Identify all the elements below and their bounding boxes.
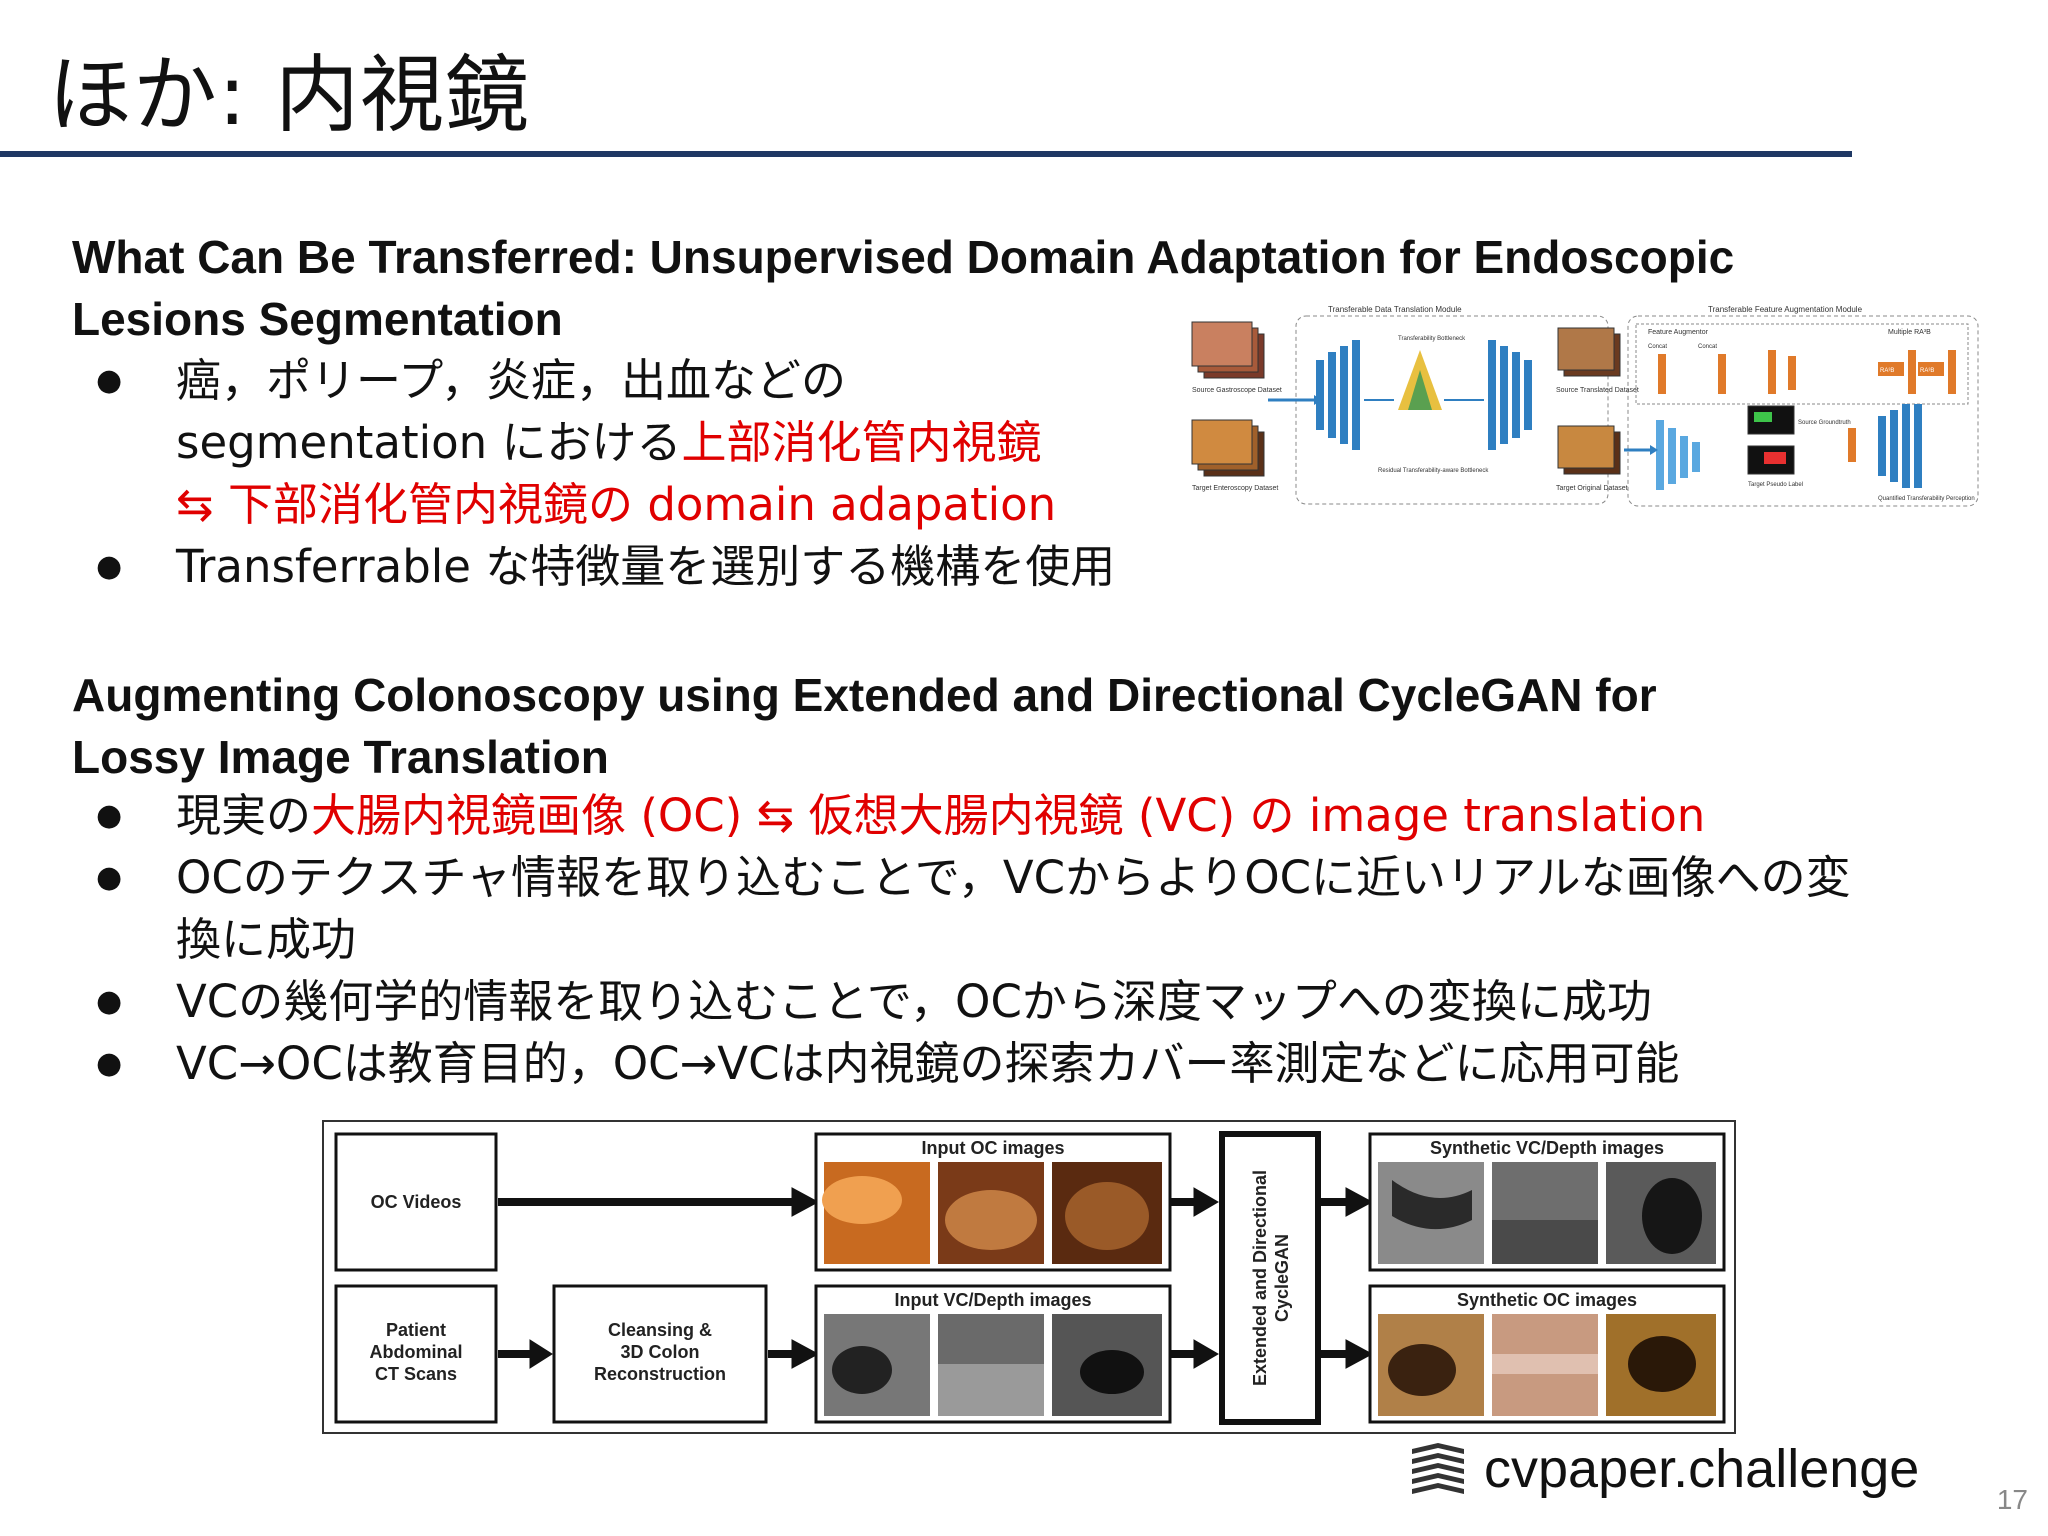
paper1-architecture-figure: Source Gastroscope Dataset Target Entero…: [1188, 300, 1988, 525]
paper2-bullet-1: 現実の大腸内視鏡画像 (OC) ⇆ 仮想大腸内視鏡 (VC) の image t…: [96, 785, 1851, 847]
source-translated-images: [1557, 327, 1621, 377]
cyclegan-line2: CycleGAN: [1272, 1234, 1292, 1322]
decoder-blocks: [1488, 340, 1532, 450]
paper2-title: Augmenting Colonoscopy using Extended an…: [72, 664, 1657, 788]
groundtruth-thumbnails: [1747, 405, 1795, 475]
paper2-bullet2-line2: 換に成功: [176, 913, 357, 966]
paper1-bullet1-prefix: segmentation における: [176, 416, 682, 469]
page-number: 17: [1996, 1484, 2028, 1515]
source-groundtruth-label: Source Groundtruth: [1798, 420, 1851, 426]
encoder-blocks: [1316, 340, 1360, 450]
paper1-bullet2-text: Transferrable な特徴量を選別する機構を使用: [176, 540, 1116, 593]
paper2-title-line2: Lossy Image Translation: [72, 731, 609, 783]
paper1-bullet1-line3: ⇆ 下部消化管内視鏡の domain adapation: [176, 478, 1057, 531]
paper1-title: What Can Be Transferred: Unsupervised Do…: [72, 226, 1734, 350]
paper2-bullet-2: OCのテクスチャ情報を取り込むことで，VCからよりOCに近いリアルな画像への変 …: [96, 847, 1851, 971]
pipeline-arrows: [498, 1187, 1374, 1369]
paper1-bullets: 癌，ポリープ，炎症，出血などの segmentation における上部消化管内視…: [96, 350, 1115, 598]
paper2-bullet-4: VC→OCは教育目的，OC→VCは内視鏡の探索カバー率測定などに応用可能: [96, 1033, 1851, 1095]
multiple-label: Multiple RA³B: [1888, 329, 1931, 336]
cvpaper-logo: cvpaper.challenge: [1408, 1438, 1919, 1500]
target-entero-images: [1191, 419, 1265, 477]
slide-title: ほか: 内視鏡: [48, 46, 531, 144]
cleansing-line3: Reconstruction: [594, 1364, 726, 1384]
paper1-title-line1: What Can Be Transferred: Unsupervised Do…: [72, 231, 1735, 283]
ra3b-block-2: [1918, 362, 1944, 376]
source-translated-label: Source Translated Dataset: [1556, 387, 1639, 394]
target-entero-label: Target Enteroscopy Dataset: [1192, 485, 1278, 492]
paper1-bullet1-line2: segmentation における上部消化管内視鏡: [176, 412, 1115, 474]
cyclegan-line1: Extended and Directional: [1250, 1170, 1270, 1386]
concat2-label: Concat: [1698, 344, 1717, 350]
quantified-label: Quantified Transferability Perception: [1878, 496, 1975, 502]
input-vc-label: Input VC/Depth images: [894, 1290, 1091, 1310]
patient-line2: Abdominal: [370, 1342, 463, 1362]
oc-videos-box: [334, 1132, 498, 1272]
paper2-bullets: 現実の大腸内視鏡画像 (OC) ⇆ 仮想大腸内視鏡 (VC) の image t…: [96, 785, 1851, 1095]
module1-title: Transferable Data Translation Module: [1328, 305, 1462, 314]
synthetic-vc-label: Synthetic VC/Depth images: [1430, 1138, 1664, 1158]
segmentation-encoder: [1656, 420, 1700, 490]
logo-stack-icon: [1412, 1443, 1464, 1494]
paper2-bullet4-text: VC→OCは教育目的，OC→VCは内視鏡の探索カバー率測定などに応用可能: [176, 1037, 1680, 1090]
oc-videos-label: OC Videos: [371, 1192, 462, 1212]
paper2-bullet-3: VCの幾何学的情報を取り込むことで，OCから深度マップへの変換に成功: [96, 971, 1851, 1033]
residual-label: Residual Transferability-aware Bottlenec…: [1378, 468, 1489, 474]
cleansing-line1: Cleansing &: [608, 1320, 712, 1340]
module2-title: Transferable Feature Augmentation Module: [1708, 305, 1863, 314]
patient-line3: CT Scans: [375, 1364, 457, 1384]
input-oc-label: Input OC images: [921, 1138, 1064, 1158]
target-original-label: Target Original Dataset: [1556, 485, 1628, 492]
feature-augmentor-label: Feature Augmentor: [1648, 329, 1709, 336]
paper2-title-line1: Augmenting Colonoscopy using Extended an…: [72, 669, 1657, 721]
cleansing-box: [552, 1284, 768, 1424]
concat1-label: Concat: [1648, 344, 1667, 350]
paper2-bullet2-line1: OCのテクスチャ情報を取り込むことで，VCからよりOCに近いリアルな画像への変: [176, 851, 1851, 904]
source-gastro-label: Source Gastroscope Dataset: [1192, 387, 1282, 394]
paper2-pipeline-figure: OC Videos Patient Abdominal CT Scans Cle…: [322, 1120, 1736, 1439]
target-pseudo-label: Target Pseudo Label: [1748, 482, 1803, 488]
ra3b2-label: RA³B: [1920, 368, 1934, 374]
cyclegan-box: [1219, 1131, 1321, 1425]
logo-text: cvpaper.challenge: [1484, 1439, 1920, 1499]
cleansing-line2: 3D Colon: [621, 1342, 700, 1362]
paper1-bullet-2: Transferrable な特徴量を選別する機構を使用: [96, 536, 1115, 598]
paper1-bullet1-highlight: 上部消化管内視鏡: [681, 416, 1042, 469]
augmentor-blocks: [1658, 350, 1956, 394]
source-gastro-images: [1191, 321, 1265, 379]
paper2-bullet3-text: VCの幾何学的情報を取り込むことで，OCから深度マップへの変換に成功: [176, 975, 1652, 1028]
ra3b-block-1: [1878, 362, 1904, 376]
paper2-bullet1-highlight: 大腸内視鏡画像 (OC) ⇆ 仮想大腸内視鏡 (VC) の image tran…: [311, 789, 1706, 842]
title-divider: [0, 151, 1852, 157]
synthetic-oc-label: Synthetic OC images: [1457, 1290, 1637, 1310]
patient-ct-box: [334, 1284, 498, 1424]
paper1-title-line2: Lesions Segmentation: [72, 293, 563, 345]
target-original-images: [1557, 425, 1621, 475]
paper2-bullet1-prefix: 現実の: [176, 789, 312, 842]
paper1-bullet-1: 癌，ポリープ，炎症，出血などの segmentation における上部消化管内視…: [96, 350, 1115, 536]
discriminator-blocks: [1878, 404, 1922, 488]
paper1-bullet1-line1: 癌，ポリープ，炎症，出血などの: [176, 354, 847, 407]
bottleneck-label: Transferability Bottleneck: [1398, 336, 1466, 342]
ra3b1-label: RA³B: [1880, 368, 1894, 374]
patient-line1: Patient: [386, 1320, 446, 1340]
